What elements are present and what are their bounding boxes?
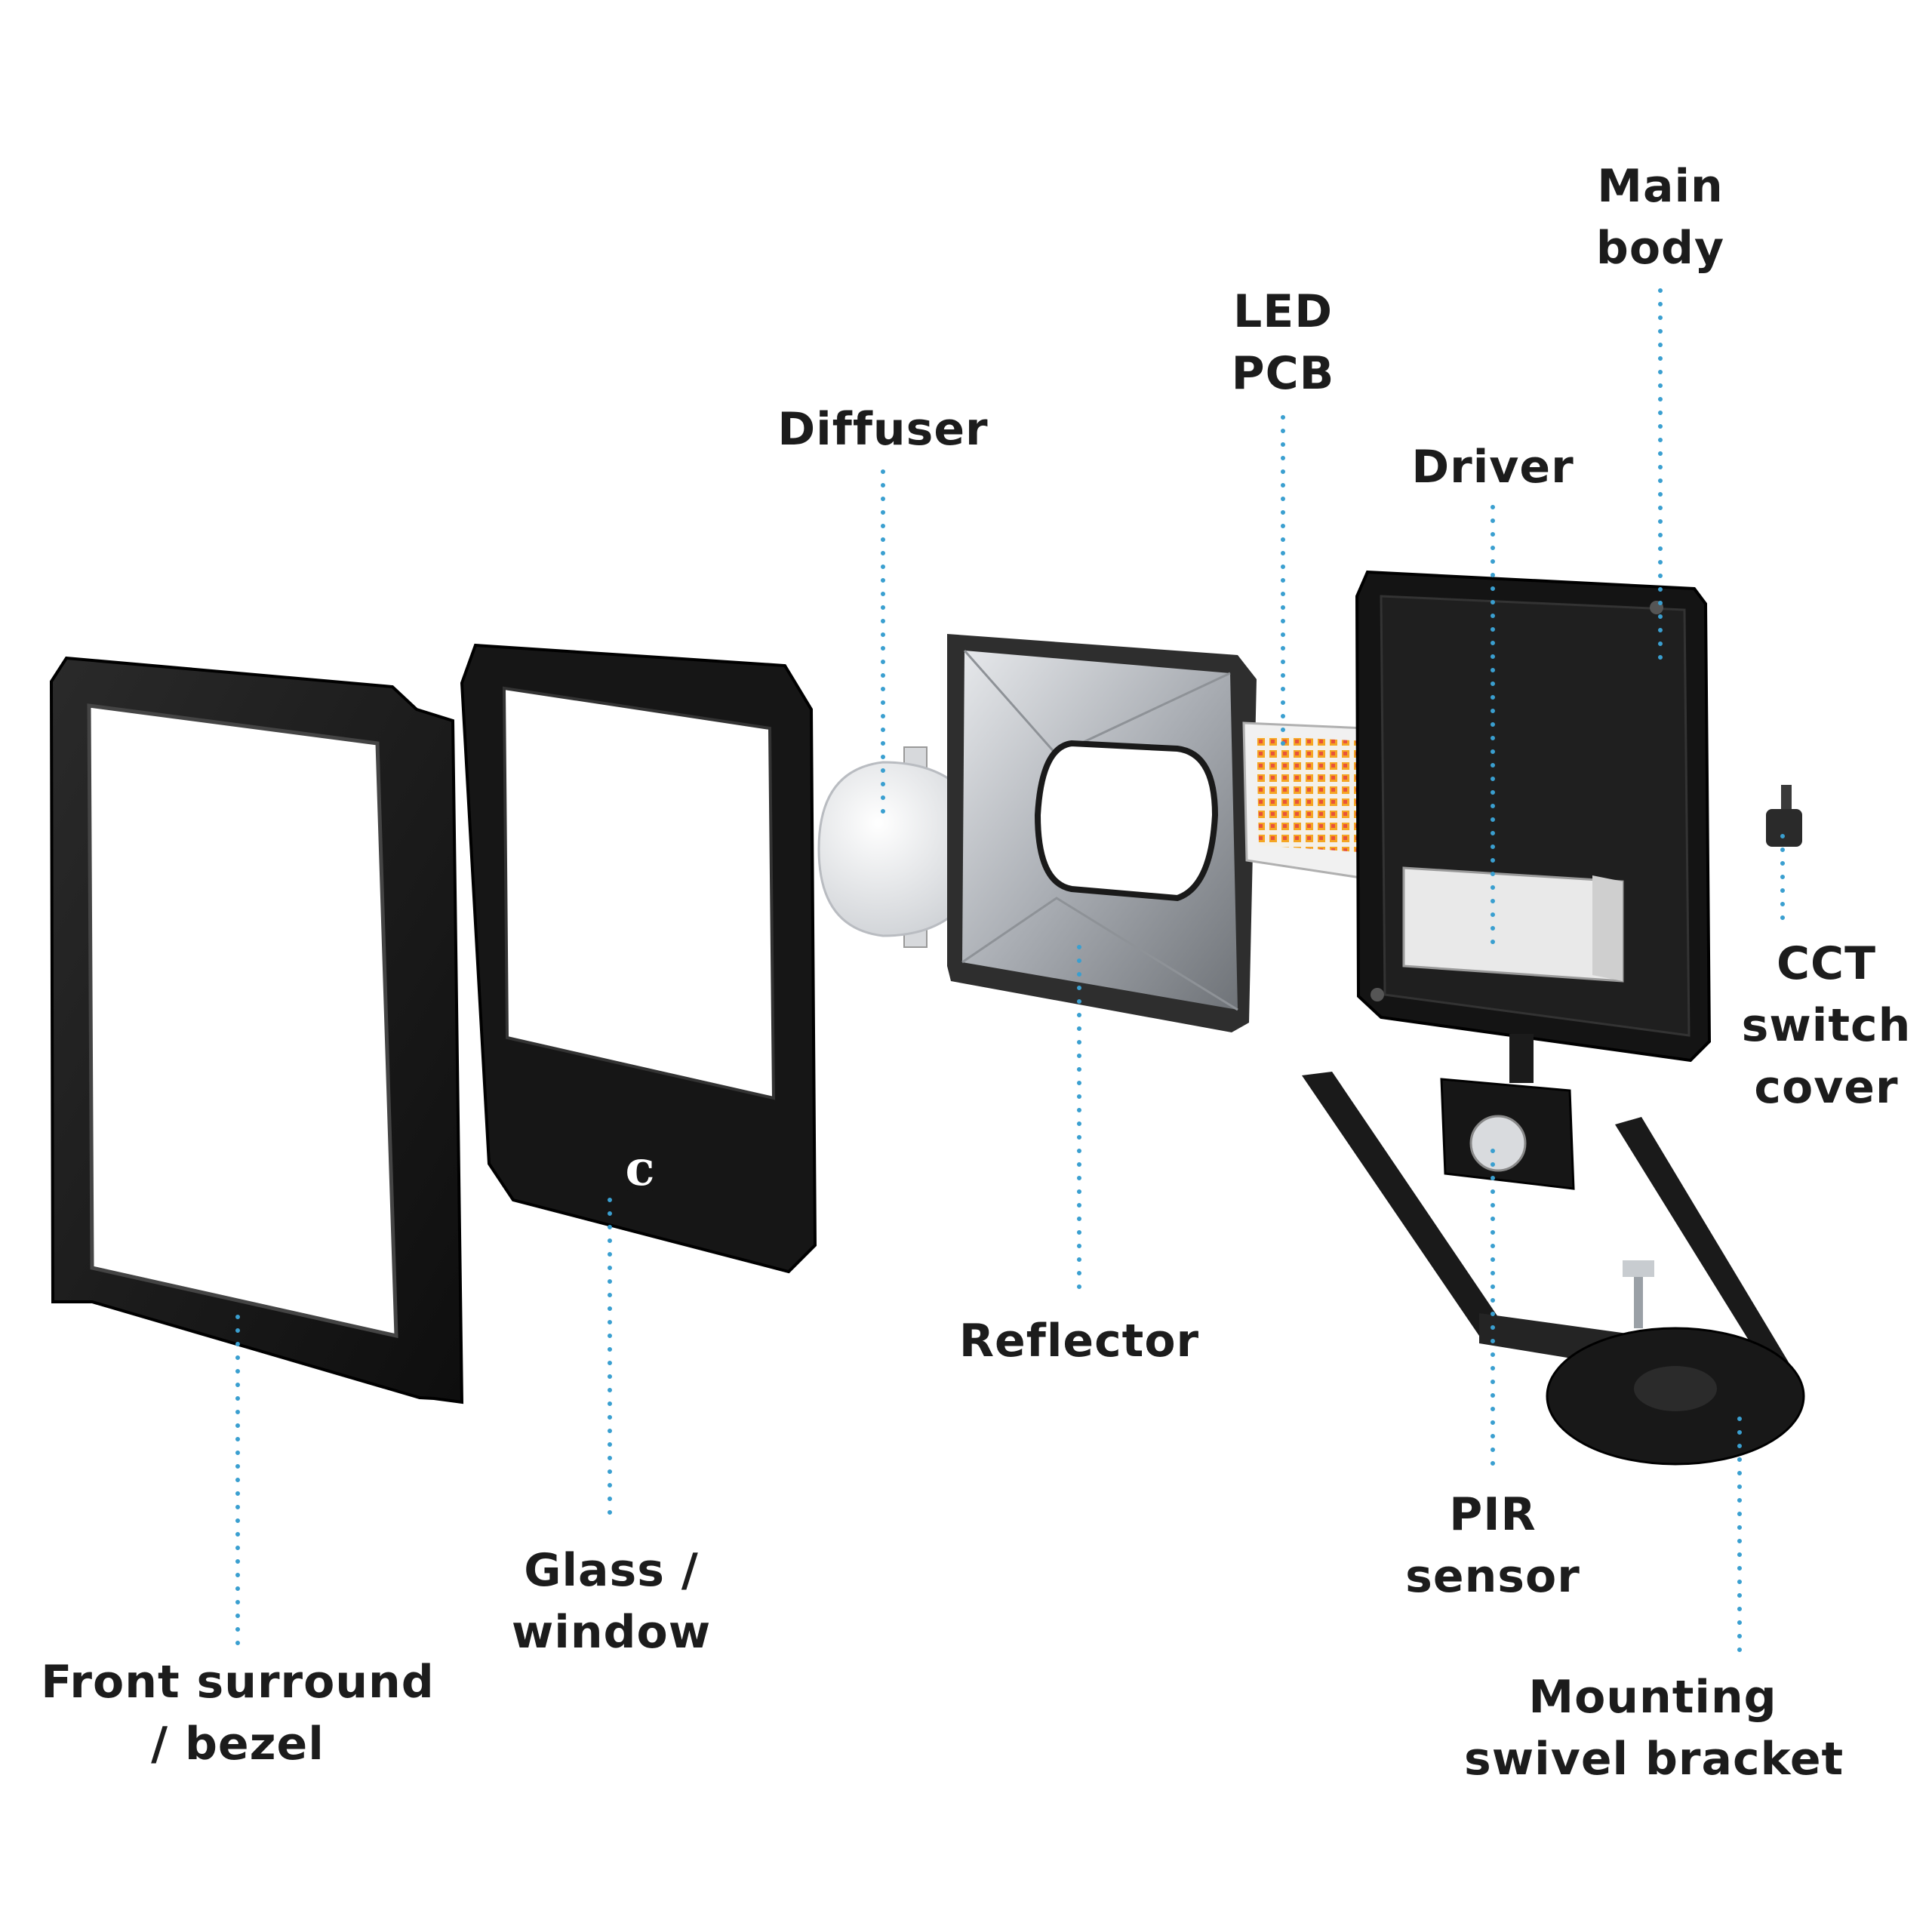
label-cct-switch-cover-line1: CCT (1777, 937, 1876, 990)
main-body-part (1355, 570, 1712, 1063)
diffuser-part (817, 746, 990, 948)
label-mounting-bracket: Mounting swivel bracket (1464, 1666, 1844, 1790)
label-glass-window-line2: window (511, 1606, 712, 1659)
label-glass-window-line1: Glass / (524, 1544, 699, 1597)
label-driver-line1: Driver (1411, 441, 1574, 494)
label-cct-switch-cover: CCT switch cover (1736, 933, 1917, 1118)
label-reflector: Reflector (943, 1310, 1215, 1372)
label-front-surround-line2: / bezel (151, 1718, 325, 1770)
pir-sensor-part (1440, 1034, 1575, 1190)
driver-unit (1402, 866, 1624, 983)
label-front-surround: Front surround / bezel (38, 1651, 438, 1775)
cct-switch-cover-part (1766, 785, 1802, 847)
label-cct-switch-cover-line3: cover (1754, 1061, 1899, 1114)
label-reflector-line1: Reflector (958, 1315, 1200, 1367)
label-front-surround-line1: Front surround (41, 1656, 435, 1709)
label-led-pcb-line1: LED (1232, 285, 1334, 338)
label-glass-window: Glass / window (483, 1540, 740, 1663)
label-led-pcb-line2: PCB (1231, 347, 1335, 400)
label-driver: Driver (1387, 436, 1598, 498)
label-mounting-bracket-line1: Mounting (1528, 1671, 1777, 1724)
label-pir-sensor-line2: sensor (1405, 1550, 1580, 1603)
label-mounting-bracket-line2: swivel bracket (1464, 1733, 1844, 1786)
logo-glyph: c (626, 1140, 655, 1197)
glass-window-part: c (460, 643, 817, 1274)
label-pir-sensor: PIR sensor (1387, 1484, 1598, 1607)
label-main-body: Main body (1570, 155, 1751, 279)
label-main-body-line2: body (1595, 222, 1725, 275)
leader-lines (235, 288, 1785, 1655)
logo-badge (614, 1143, 666, 1194)
label-pir-sensor-line1: PIR (1449, 1488, 1537, 1541)
label-diffuser-line1: Diffuser (777, 403, 989, 456)
label-cct-switch-cover-line2: switch (1741, 999, 1912, 1052)
label-diffuser: Diffuser (747, 398, 1019, 460)
label-main-body-line1: Main (1597, 160, 1724, 213)
front-surround-part (49, 656, 464, 1404)
label-led-pcb: LED PCB (1192, 281, 1374, 405)
reflector-part (947, 634, 1257, 1032)
